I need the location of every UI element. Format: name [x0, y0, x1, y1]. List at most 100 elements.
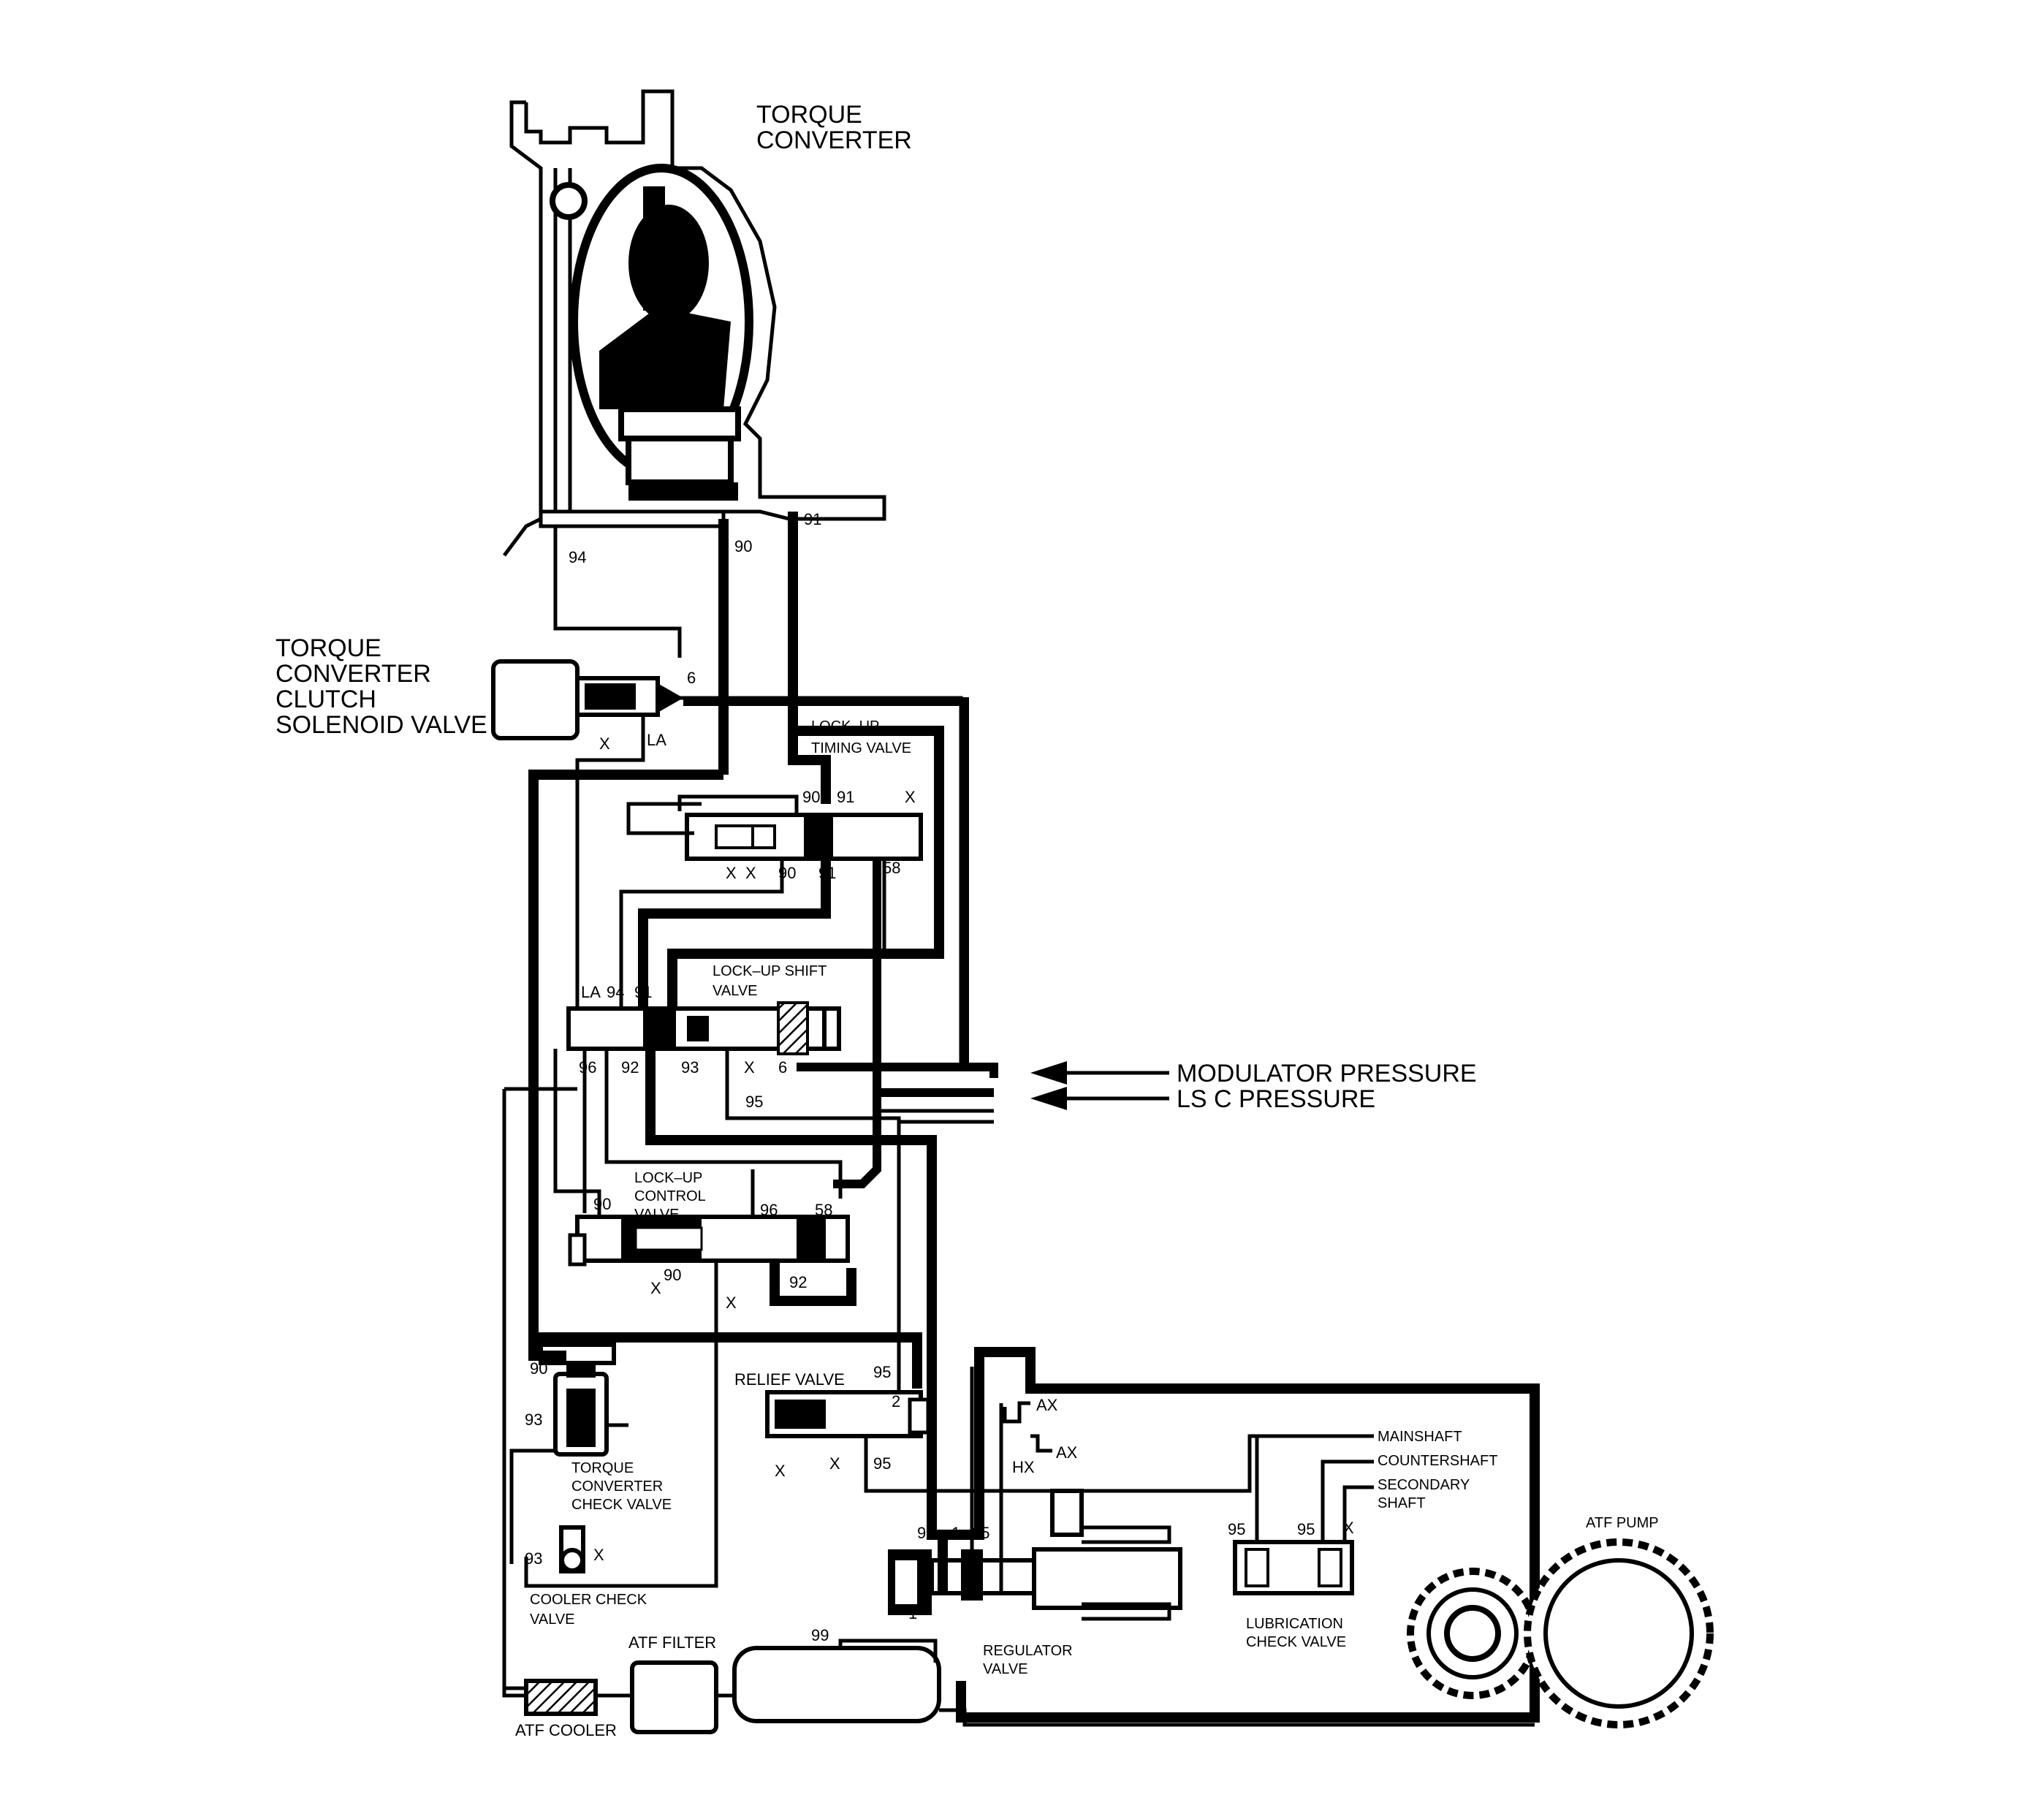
- la-shift: LA: [581, 983, 601, 1001]
- num-96-shift: 96: [579, 1058, 596, 1077]
- passage-91-down: [788, 512, 831, 804]
- atf-cooler-label: ATF COOLER: [515, 1721, 617, 1739]
- num-1-reg-b: 1: [908, 1604, 917, 1622]
- num-6-solenoid: 6: [687, 669, 696, 687]
- x-timing-1: X: [726, 864, 737, 882]
- x-relief-1: X: [775, 1462, 786, 1480]
- lsc-pressure-label: LS C PRESSURE: [1177, 1085, 1375, 1113]
- relief-valve-label: RELIEF VALVE: [734, 1370, 845, 1389]
- x-lub: X: [1343, 1519, 1354, 1537]
- tcc-label-4: SOLENOID VALVE: [276, 711, 487, 739]
- x-timing-top: X: [905, 788, 916, 806]
- num-95-relief-b: 95: [873, 1454, 891, 1473]
- num-90-control-b: 90: [664, 1266, 681, 1284]
- num-95-lub-2: 95: [1297, 1520, 1315, 1538]
- tc-check-label-2: CONVERTER: [571, 1478, 663, 1495]
- cooler-check-valve: [559, 1525, 585, 1573]
- modulator-arrow: [1030, 1061, 1169, 1085]
- tc-check-label-1: TORQUE: [571, 1460, 634, 1476]
- regulator-valve: [888, 1489, 1182, 1621]
- atf-pump-label: ATF PUMP: [1586, 1515, 1659, 1531]
- torque-converter: [503, 89, 886, 557]
- num-94-shift: 94: [607, 983, 624, 1001]
- num-58-control: 58: [815, 1201, 832, 1219]
- atf-cooler: [524, 1679, 598, 1716]
- num-90-control: 90: [593, 1195, 611, 1213]
- countershaft-label: COUNTERSHAFT: [1378, 1453, 1497, 1469]
- x-solenoid: X: [599, 734, 610, 753]
- lockup-shift-label-2: VALVE: [713, 983, 758, 999]
- num-96-control: 96: [760, 1201, 778, 1219]
- passage-94: [553, 526, 682, 658]
- tc-check-valve: [539, 1343, 616, 1457]
- num-91-timing: 91: [837, 788, 854, 806]
- regulator-label-2: VALVE: [983, 1661, 1028, 1677]
- x-control-2: X: [726, 1294, 737, 1312]
- lubrication-label-2: CHECK VALVE: [1246, 1634, 1346, 1650]
- num-2-relief: 2: [892, 1392, 900, 1411]
- num-90-check: 90: [530, 1359, 547, 1378]
- line-91-loop: [667, 726, 944, 1009]
- num-93-shift: 93: [681, 1058, 699, 1077]
- num-94-top: 94: [569, 548, 586, 566]
- atf-filter-label: ATF FILTER: [628, 1633, 716, 1652]
- x-cooler-check: X: [593, 1546, 604, 1564]
- num-92-reg: 92: [917, 1524, 935, 1542]
- x-relief-2: X: [829, 1454, 840, 1473]
- tcc-label-3: CLUTCH: [276, 686, 376, 713]
- lockup-control-label-2: CONTROL: [634, 1188, 706, 1204]
- x-control-1: X: [650, 1279, 661, 1297]
- tcc-label-1: TORQUE: [276, 634, 381, 662]
- tcc-solenoid-valve: [491, 659, 683, 740]
- mainshaft-label: MAINSHAFT: [1378, 1429, 1462, 1445]
- passage-la: [575, 716, 645, 1016]
- lockup-timing-label-2: TIMING VALVE: [811, 740, 911, 756]
- ax-2: AX: [1056, 1443, 1078, 1462]
- torque-converter-label-1: TORQUE: [756, 101, 862, 129]
- secondary-shaft-label-1: SECONDARY: [1378, 1477, 1470, 1493]
- modulator-pressure-label: MODULATOR PRESSURE: [1177, 1060, 1477, 1087]
- cooler-check-label-2: VALVE: [530, 1611, 575, 1628]
- num-91-top: 91: [804, 510, 821, 528]
- tc-check-label-3: CHECK VALVE: [571, 1497, 672, 1513]
- num-99: 99: [811, 1626, 829, 1644]
- torque-converter-label-2: CONVERTER: [756, 126, 912, 154]
- regulator-label-1: REGULATOR: [983, 1643, 1073, 1659]
- lsc-arrow: [1030, 1087, 1169, 1110]
- num-90-timing: 90: [802, 788, 820, 806]
- lockup-shift-label-1: LOCK–UP SHIFT: [713, 963, 827, 979]
- ax-1: AX: [1036, 1396, 1058, 1414]
- x-timing-2: X: [745, 864, 756, 882]
- lockup-control-valve: [568, 1215, 850, 1267]
- lockup-control-label-1: LOCK–UP: [634, 1170, 702, 1186]
- lubrication-check-valve: [1233, 1540, 1354, 1595]
- lockup-shift-valve: [566, 1001, 841, 1055]
- num-6-shift: 6: [778, 1058, 787, 1077]
- num-93-check: 93: [525, 1411, 542, 1429]
- relief-valve: [765, 1390, 930, 1438]
- tcc-label-2: CONVERTER: [276, 660, 431, 688]
- atf-tank: [732, 1639, 941, 1723]
- num-95-reg: 95: [972, 1524, 989, 1542]
- num-92-control: 92: [789, 1273, 807, 1291]
- x-shift: X: [744, 1058, 755, 1077]
- atf-filter: [630, 1660, 718, 1734]
- num-92-shift: 92: [621, 1058, 639, 1077]
- lockup-timing-valve: [685, 813, 923, 861]
- hx-label: HX: [1012, 1458, 1035, 1476]
- num-91-shift: 91: [634, 983, 652, 1001]
- num-93-cooler: 93: [525, 1549, 542, 1568]
- la-solenoid: LA: [647, 731, 666, 749]
- lubrication-label-1: LUBRICATION: [1246, 1616, 1343, 1632]
- num-95-relief: 95: [873, 1363, 891, 1381]
- num-95-shift: 95: [745, 1093, 763, 1111]
- lockup-control-label-3: VALVE: [634, 1207, 680, 1223]
- cooler-check-label-1: COOLER CHECK: [530, 1592, 647, 1608]
- secondary-shaft-label-2: SHAFT: [1378, 1495, 1426, 1511]
- atf-pump: [1407, 1538, 1714, 1728]
- num-95-lub-1: 95: [1228, 1520, 1245, 1538]
- num-1-reg: 1: [951, 1524, 960, 1542]
- num-90-top: 90: [734, 537, 752, 555]
